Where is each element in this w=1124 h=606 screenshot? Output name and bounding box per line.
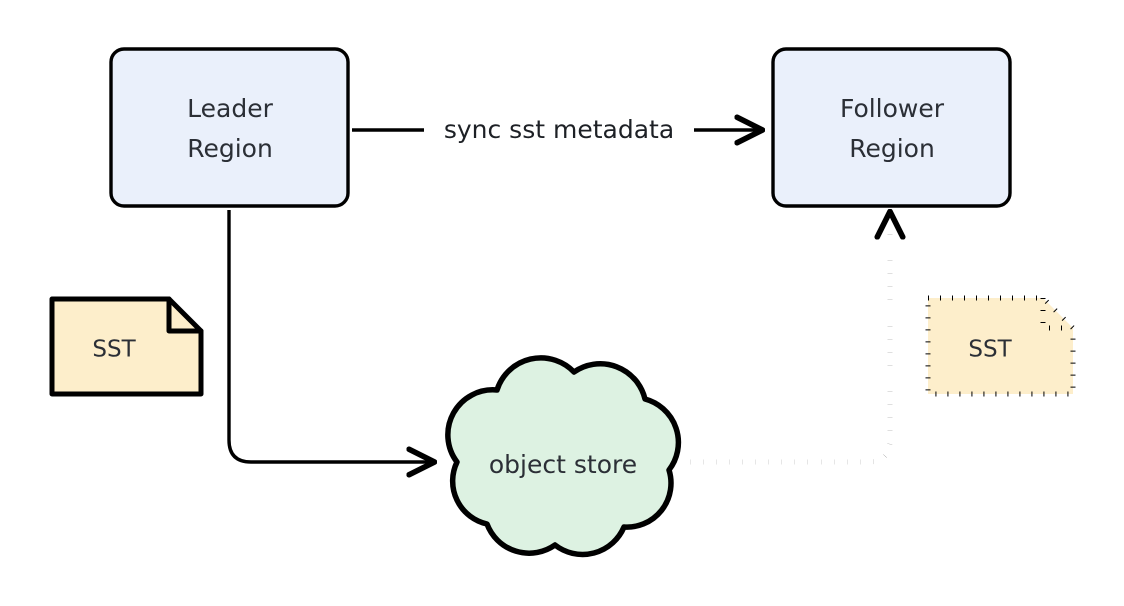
edge-upload-path xyxy=(227,210,432,462)
node-leader-region[interactable]: Leader Region xyxy=(109,47,350,208)
sst-follower-note-shape[interactable] xyxy=(925,295,1076,397)
edge-label-sync-sst-metadata: sync sst metadata xyxy=(444,115,674,144)
leader-region-label-line2: Region xyxy=(187,134,273,163)
node-sst-follower[interactable]: SST xyxy=(925,295,1076,397)
follower-region-label-line2: Region xyxy=(849,134,935,163)
sst-follower-label: SST xyxy=(968,337,1012,363)
leader-region-box[interactable] xyxy=(109,47,350,208)
object-store-label: object store xyxy=(489,450,637,479)
follower-region-label-line1: Follower xyxy=(840,94,945,123)
edge-download-to-follower xyxy=(690,214,893,465)
object-store-cloud-shape[interactable] xyxy=(445,355,682,558)
node-sst-leader[interactable]: SST xyxy=(49,296,204,397)
edge-upload-to-object-store xyxy=(227,210,432,462)
sst-leader-label: SST xyxy=(92,337,136,363)
edge-sync-metadata: sync sst metadata xyxy=(352,115,760,144)
sst-leader-note-shape[interactable] xyxy=(49,296,204,397)
sst-leader-folded-corner-icon xyxy=(166,296,204,334)
node-object-store[interactable]: object store xyxy=(445,355,682,558)
node-follower-region[interactable]: Follower Region xyxy=(771,47,1012,208)
edge-download-dotted-path xyxy=(690,228,893,465)
leader-region-label-line1: Leader xyxy=(187,94,273,123)
follower-region-box[interactable] xyxy=(771,47,1012,208)
